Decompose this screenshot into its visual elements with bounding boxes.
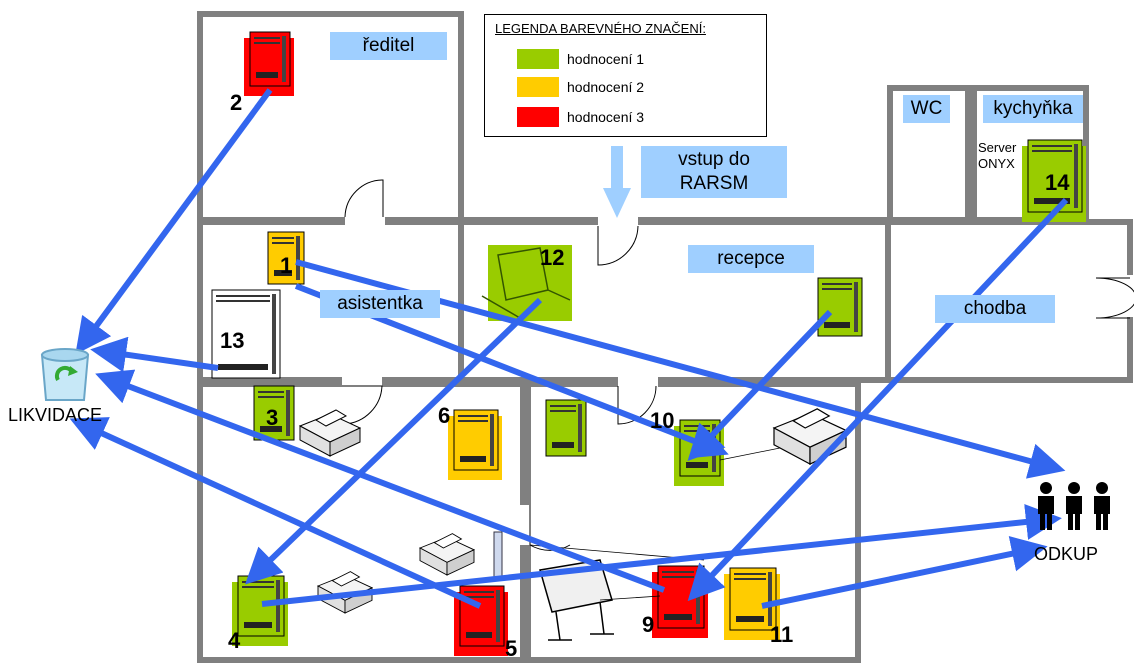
arrow-14-server9 [687,197,1069,602]
entrance-arrow [603,146,631,218]
people-icon [1038,482,1110,530]
legend-title: LEGENDA BAREVNÉHO ZNAČENÍ: [495,21,706,36]
number-11: 11 [770,622,794,647]
arrow-5-likvidace [69,417,482,609]
arrow-2-likvidace [75,88,273,355]
arrow-13-likvidace [90,336,219,373]
server-1 [267,231,305,285]
arrow-reception-server10 [687,309,833,462]
number-14: 14 [1045,170,1070,195]
room-label-recepce: recepce [688,245,814,273]
door-left-room [342,385,383,425]
door-right-room [617,385,657,425]
server-3 [253,385,295,441]
server-4 [232,575,288,646]
server-label-line-1: Server [978,140,1017,155]
server-2 [244,31,294,96]
room-label-kuchynka: kychyňka [983,95,1083,123]
arrow-4-odkup [261,504,1062,607]
number-10: 10 [650,408,675,433]
server-6 [448,409,502,480]
recycle-bin-icon [40,348,90,401]
arrow-9-likvidace [95,369,666,593]
door-chodba [1095,277,1134,319]
server-label: Server ONYX [978,140,1016,172]
arrow-11-odkup [761,536,1048,609]
door-entrance [597,225,639,266]
number-2: 2 [230,90,243,115]
legend-swatch-3 [517,107,559,127]
room-label-reditel: ředitel [330,32,447,60]
legend-label-3: hodnocení 3 [567,109,645,125]
legend-label-1: hodnocení 1 [567,51,645,67]
server-5 [454,585,508,656]
server-label-line-2: ONYX [978,156,1015,171]
legend: LEGENDA BAREVNÉHO ZNAČENÍ: hodnocení 1 h… [484,14,767,137]
server-13 [211,289,281,379]
number-12: 12 [540,245,565,270]
number-4: 4 [228,628,241,653]
printer-room3 [298,409,362,457]
door-reditel [344,179,384,218]
number-1: 1 [280,253,293,278]
printer-room5 [418,533,476,576]
likvidace-label: LIKVIDACE [8,405,103,425]
number-5: 5 [505,636,518,661]
printer-room10 [772,408,848,466]
wall-wc [887,85,971,223]
room-label-wc: WC [903,95,950,123]
server-unnumbered [545,399,587,457]
number-9: 9 [642,612,655,637]
odkup-label: ODKUP [1034,544,1099,564]
vstup-line-1: vstup do [678,149,750,170]
vstup-line-2: RARSM [679,173,749,194]
network-switch [493,531,503,581]
server-reception [817,277,863,337]
legend-swatch-2 [517,77,559,97]
number-13: 13 [220,328,245,353]
server-9 [652,565,708,638]
legend-label-2: hodnocení 2 [567,79,645,95]
number-6: 6 [438,403,451,428]
room-label-vstup: vstup do RARSM [641,146,787,198]
legend-swatch-1 [517,49,559,69]
number-3: 3 [266,405,279,430]
room-label-asistentka: asistentka [320,290,440,318]
room-label-chodba: chodba [935,295,1055,323]
